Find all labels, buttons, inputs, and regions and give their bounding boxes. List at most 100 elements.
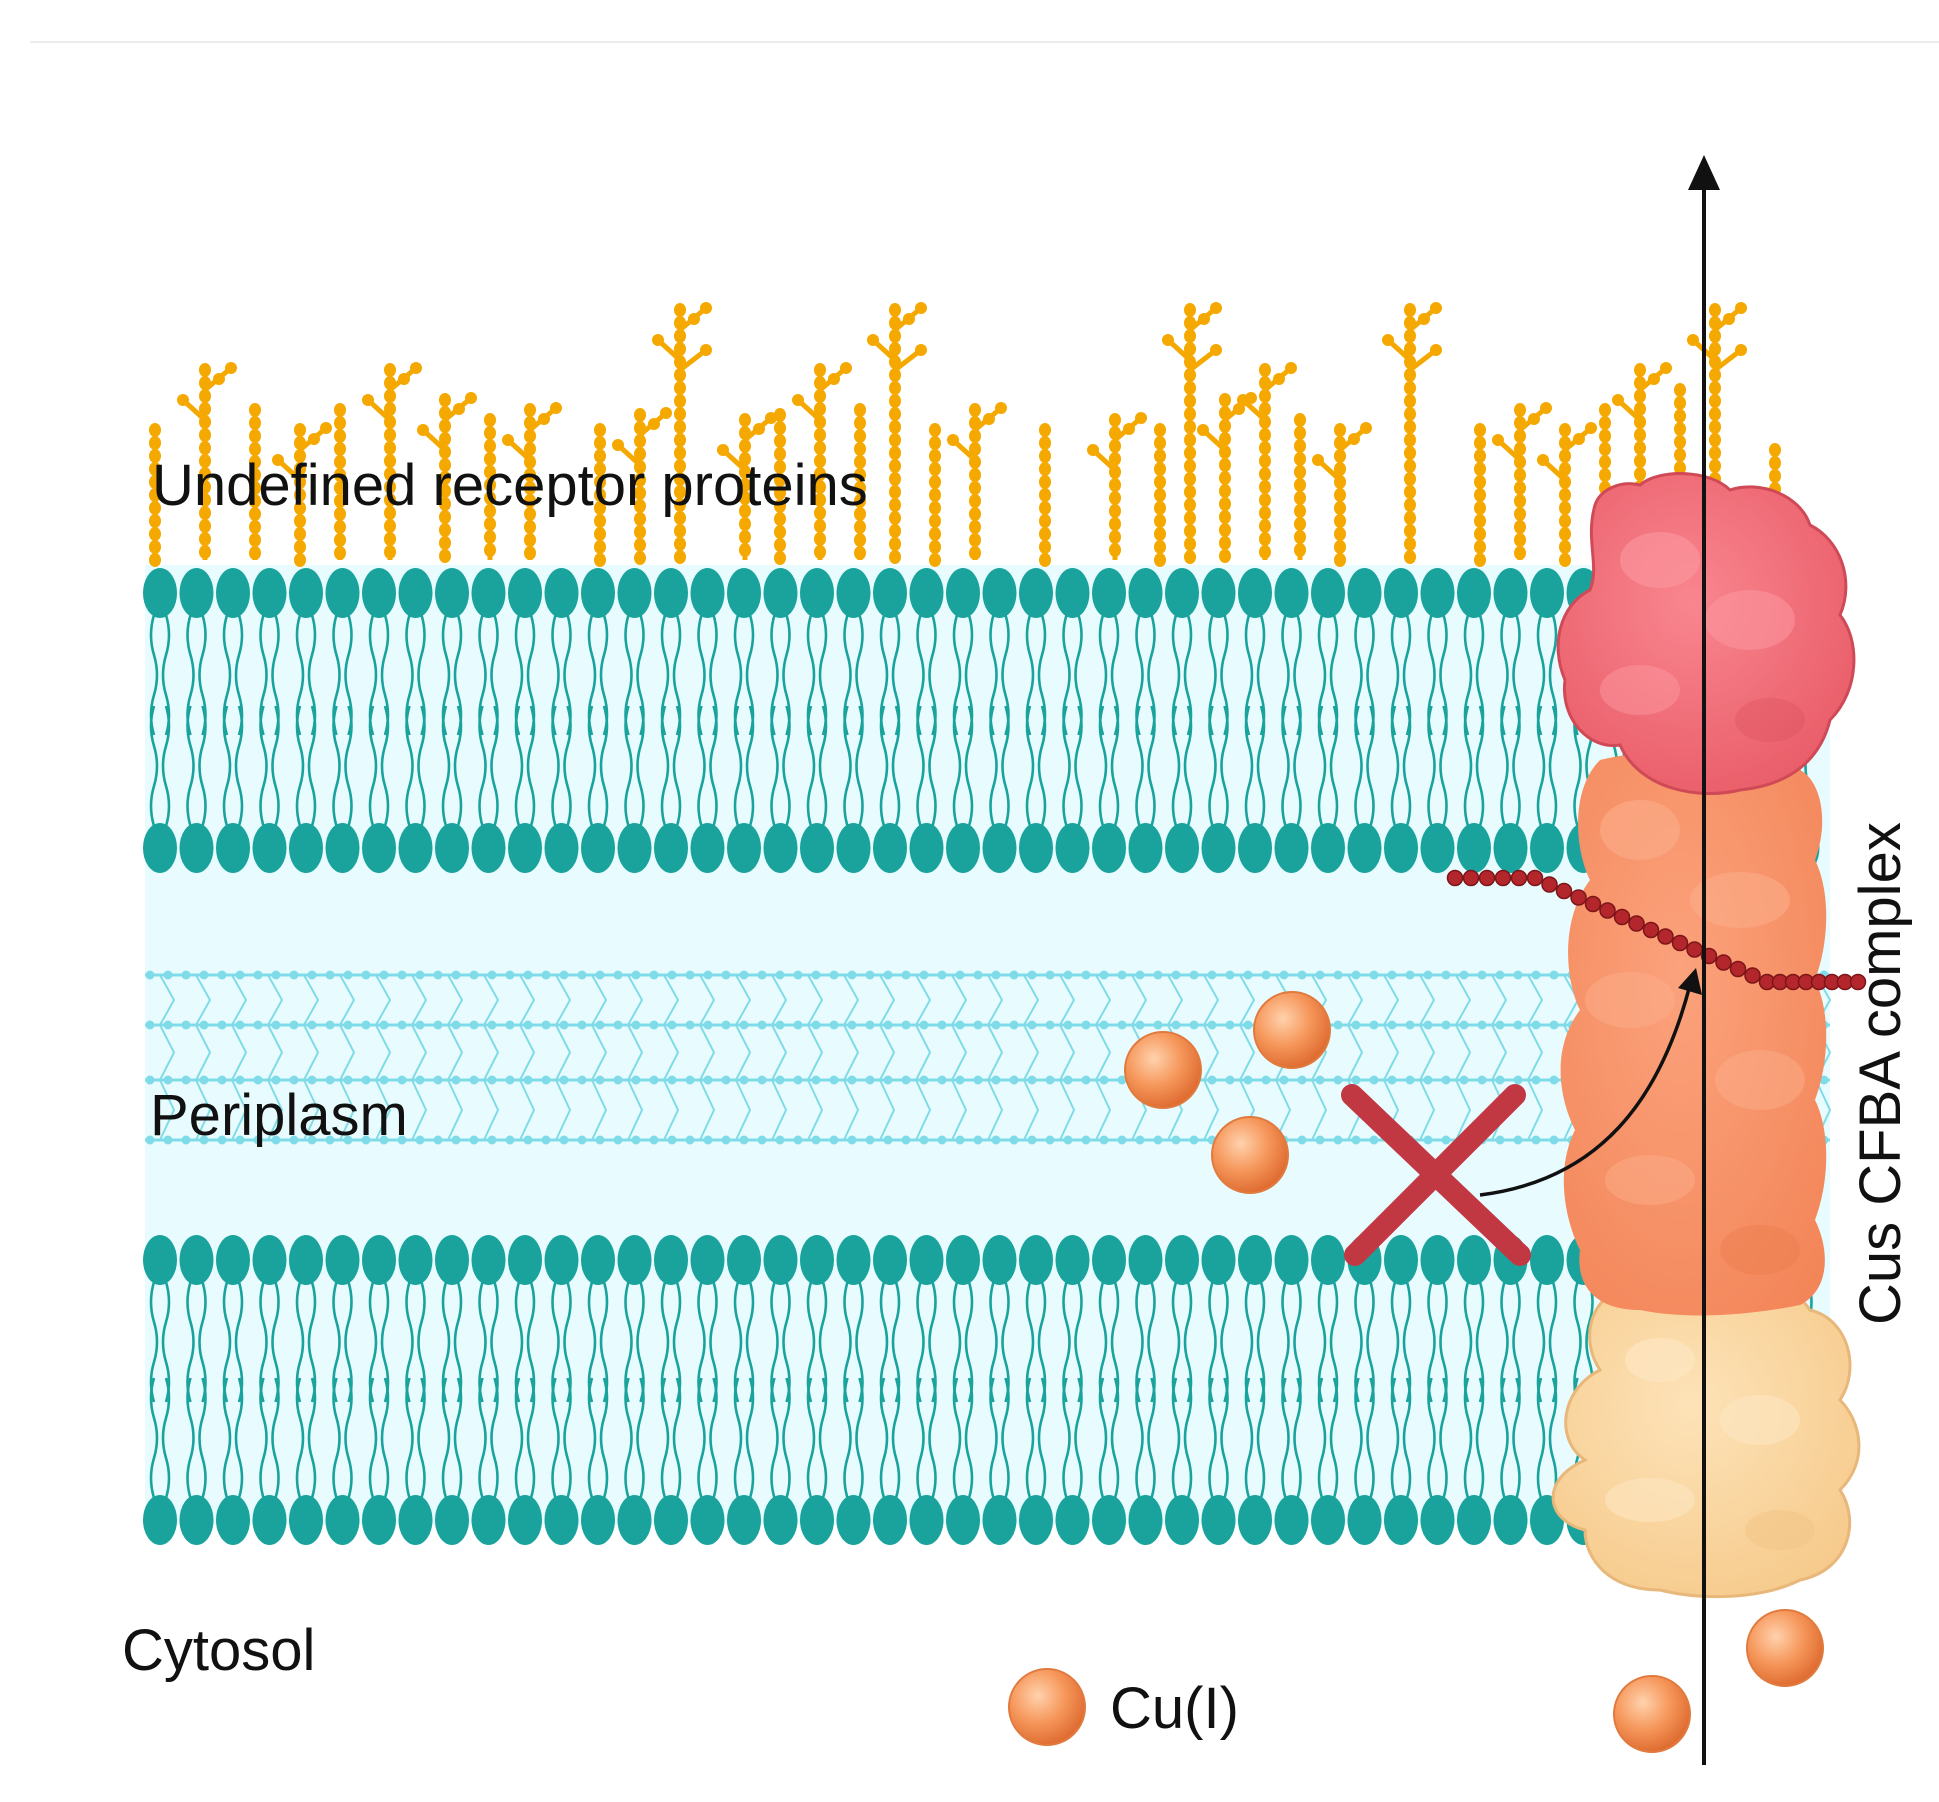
lipid-tail (1208, 1281, 1229, 1403)
lipid-tail (259, 1281, 280, 1403)
lipid-head (325, 1495, 360, 1545)
lipid-head (252, 1495, 287, 1545)
lipid-tail (952, 1281, 974, 1403)
lipid-head (763, 1235, 798, 1285)
lipid-head (1311, 1235, 1345, 1285)
lipid-head (325, 568, 360, 618)
lipid-tail (1208, 1377, 1229, 1499)
legend-ion-label: Cu(I) (1110, 1676, 1239, 1741)
lipid-tail (441, 705, 463, 827)
lipid-head (1238, 568, 1272, 618)
lipid-head (1384, 1495, 1418, 1545)
lipid-tail (587, 705, 609, 827)
lipid-head (1128, 568, 1163, 618)
lipid-head (544, 568, 579, 618)
lipid-tail (1062, 1377, 1083, 1499)
lipid-tail (1098, 1281, 1120, 1403)
lipid-head (1530, 1235, 1564, 1285)
copper-ion-sphere (1211, 1116, 1289, 1194)
lipid-tail (1062, 1281, 1083, 1403)
lipid-head (836, 1235, 871, 1285)
lipid-tail (149, 705, 171, 827)
lipid-tail (770, 705, 791, 827)
lipid-head (1420, 1235, 1455, 1285)
lipid-head (982, 1495, 1017, 1545)
lipid-head (325, 823, 360, 873)
lipid-tail (843, 1377, 864, 1499)
lipid-head (398, 823, 433, 873)
lipid-tail (295, 1377, 317, 1499)
lipid-tail (1354, 705, 1375, 827)
lipid-tail (368, 705, 390, 827)
lipid-head (654, 568, 688, 618)
lipid-tail (259, 1377, 280, 1499)
lipid-head (1019, 1495, 1053, 1545)
lipid-head (508, 1235, 542, 1285)
lipid-tail (916, 705, 937, 827)
lipid-head (1128, 1495, 1163, 1545)
lipid-head (1274, 823, 1309, 873)
lipid-tail (1135, 1377, 1156, 1499)
lipid-tail (1025, 705, 1047, 827)
lipid-head (216, 1495, 250, 1545)
lipid-head (727, 1495, 761, 1545)
cusc-protein (1556, 472, 1856, 796)
red-x-icon (1341, 1084, 1531, 1266)
lipid-tail (697, 1281, 718, 1403)
lipid-head (946, 568, 980, 618)
lipid-head (1530, 568, 1564, 618)
lipid-tail (952, 705, 974, 827)
lipid-tail (1171, 1281, 1193, 1403)
lipid-tail (1427, 705, 1448, 827)
lipid-tail (1098, 1377, 1120, 1499)
lipid-head (1165, 823, 1199, 873)
lipid-head (1347, 568, 1382, 618)
lipid-head (1347, 823, 1382, 873)
lipid-head (909, 823, 944, 873)
lipid-tail (332, 705, 353, 827)
lipid-head (508, 568, 542, 618)
lipid-head (946, 1495, 980, 1545)
lipid-tail (843, 1281, 864, 1403)
lipid-head (143, 1235, 177, 1285)
lipid-head (1092, 568, 1126, 618)
lipid-head (617, 568, 652, 618)
lipid-tail (222, 1377, 244, 1499)
lipid-tail (1463, 1377, 1485, 1499)
cusb-protein (1560, 751, 1827, 1316)
lipid-head (252, 1235, 287, 1285)
periplasm-label: Periplasm (150, 1083, 408, 1148)
lipid-head (1347, 1495, 1382, 1545)
lipid-head (435, 1235, 469, 1285)
lipid-head (179, 1495, 214, 1545)
lipid-tail (1390, 705, 1412, 827)
lipid-head (398, 568, 433, 618)
lipid-tail (405, 1377, 426, 1499)
lipid-head (800, 823, 834, 873)
lipid-head (398, 1235, 433, 1285)
lipid-head (544, 1235, 579, 1285)
lipid-tail (1500, 1377, 1521, 1499)
lipid-tail (879, 1281, 901, 1403)
lipid-head (289, 1495, 323, 1545)
lipid-head (946, 823, 980, 873)
lipid-head (1201, 1235, 1236, 1285)
lipid-head (946, 1235, 980, 1285)
lipid-head (1457, 823, 1491, 873)
lipid-tail (1281, 1377, 1302, 1499)
lipid-tail (879, 1377, 901, 1499)
lipid-head (1055, 1235, 1090, 1285)
lipid-head (1092, 823, 1126, 873)
lipid-tail (660, 1377, 682, 1499)
lipid-tail (478, 705, 499, 827)
lipid-tail (916, 1281, 937, 1403)
lipid-tail (624, 705, 645, 827)
lipid-head (1274, 568, 1309, 618)
lipid-tail (806, 1281, 828, 1403)
lipid-head (763, 823, 798, 873)
lipid-tail (1354, 1377, 1375, 1499)
lipid-head (508, 823, 542, 873)
lipid-head (727, 823, 761, 873)
lipid-tail (733, 1377, 755, 1499)
lipid-head (252, 823, 287, 873)
